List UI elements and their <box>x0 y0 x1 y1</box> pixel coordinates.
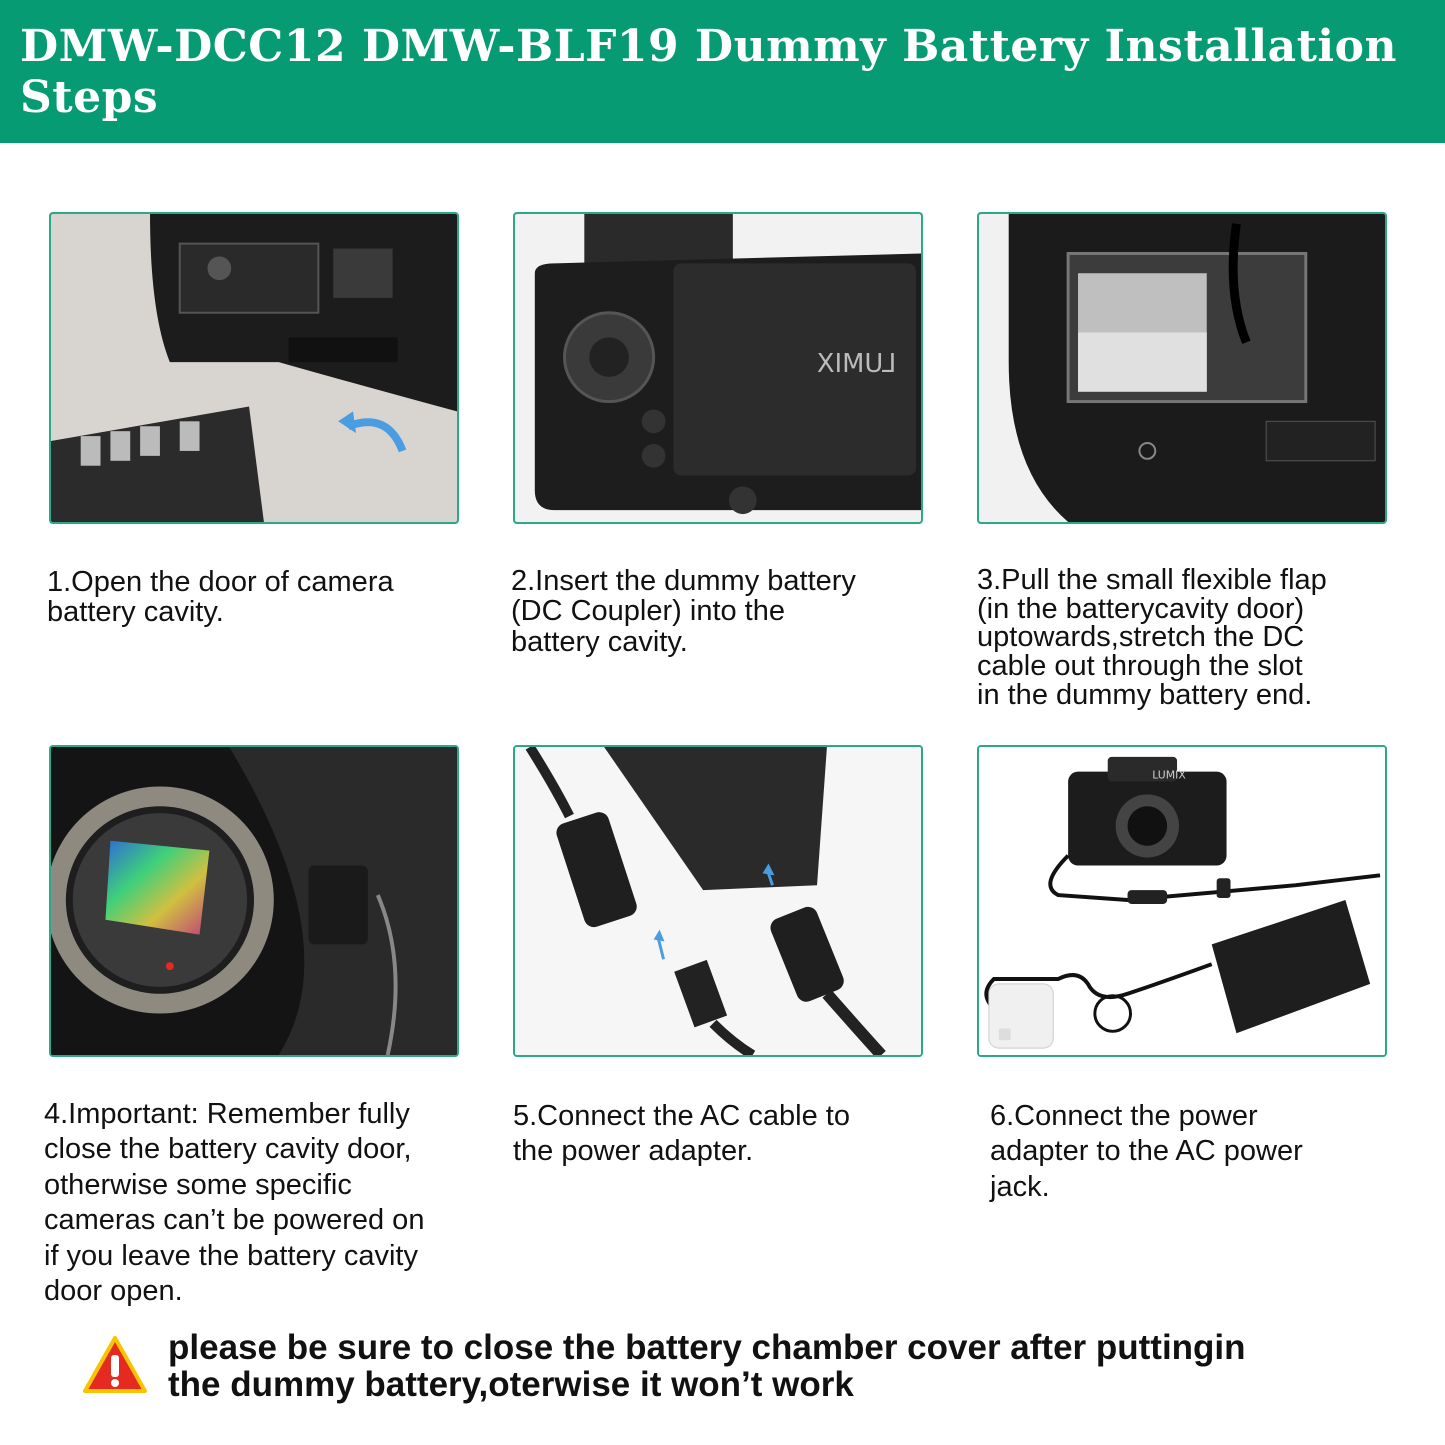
warning-text: please be sure to close the battery cham… <box>168 1328 1246 1404</box>
step-2-caption: 2.Insert the dummy battery (DC Coupler) … <box>511 565 856 658</box>
step-1-photo <box>49 212 459 524</box>
warning-notice: please be sure to close the battery cham… <box>82 1328 1422 1404</box>
step-5-photo <box>513 745 923 1057</box>
step-3-photo <box>977 212 1387 524</box>
header-banner: DMW-DCC12 DMW-BLF19 Dummy Battery Instal… <box>0 0 1445 143</box>
lumix-logo-text-6: LUMIX <box>1152 769 1186 782</box>
page-title: DMW-DCC12 DMW-BLF19 Dummy Battery Instal… <box>20 20 1397 123</box>
step-4-photo <box>49 745 459 1057</box>
step-1-caption: 1.Open the door of camera battery cavity… <box>47 566 394 629</box>
warning-triangle-icon <box>83 1336 147 1393</box>
step-3-caption: 3.Pull the small flexible flap (in the b… <box>977 564 1327 711</box>
lumix-logo-text: LUMIX <box>817 349 896 379</box>
step-4-caption: 4.Important: Remember fully close the ba… <box>44 1098 425 1307</box>
step-5-caption: 5.Connect the AC cable to the power adap… <box>513 1100 850 1168</box>
step-6-photo: LUMIX <box>977 745 1387 1057</box>
step-2-photo: LUMIX <box>513 212 923 524</box>
step-6-caption: 6.Connect the power adapter to the AC po… <box>990 1100 1303 1203</box>
